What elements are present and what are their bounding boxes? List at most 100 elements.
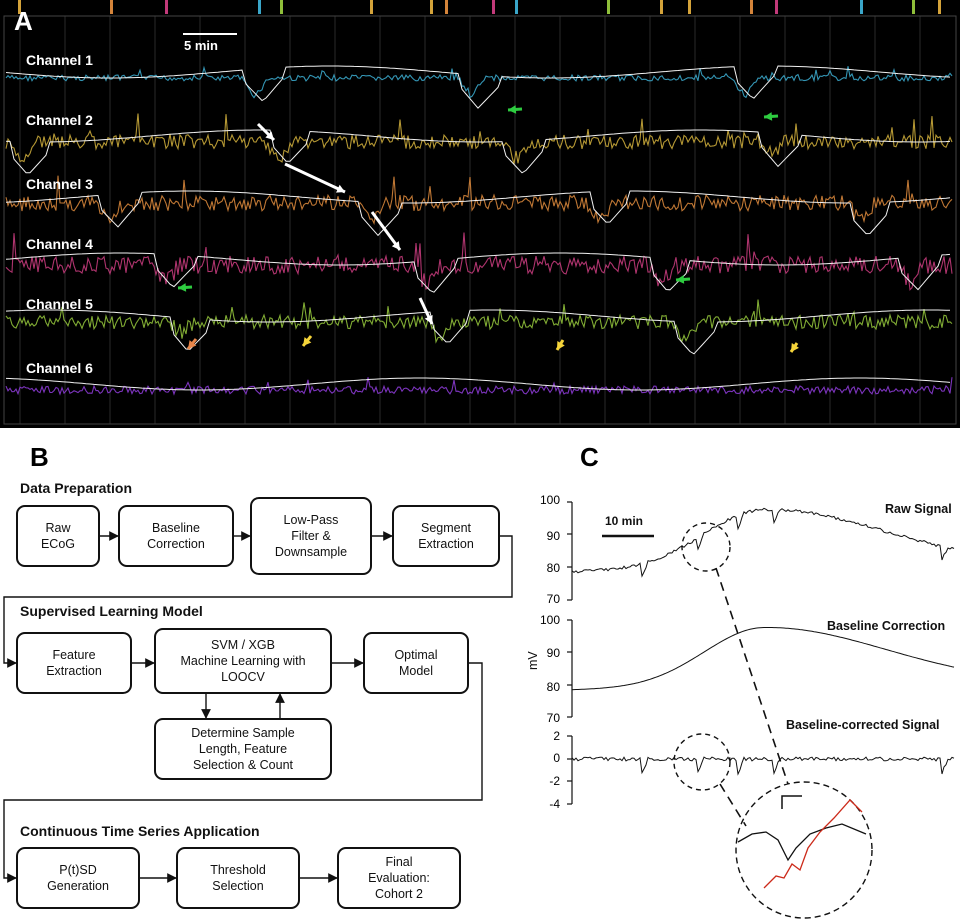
section-supervised-learning: Supervised Learning Model [20,603,203,619]
box-determine-sample-length: Determine Sample Length, Feature Selecti… [154,718,332,780]
channel-3-label: Channel 3 [26,176,93,192]
box-feature-extraction: Feature Extraction [16,632,132,694]
top-event-marker [110,0,113,14]
signal-plots-svg [567,501,955,919]
top-event-marker [258,0,261,14]
baseline-trace [571,627,955,691]
arrow-head [424,315,433,324]
channel-trace [5,299,953,344]
arrow-head [676,275,685,284]
scale-bar-label: 5 min [184,38,218,53]
top-event-marker [750,0,753,14]
tick-corr-neg4: -4 [549,797,560,811]
panel-c-label: C [580,442,599,472]
tick-base-80: 80 [546,680,560,694]
box-baseline-correction: Baseline Correction [118,505,234,567]
trace-label-raw: Raw Signal [885,502,952,516]
box-optimal-model: Optimal Model [363,632,469,694]
channel-trace [5,232,953,291]
channel-2-label: Channel 2 [26,112,93,128]
tick-corr-neg2: -2 [549,774,560,788]
box-ptsd-generation: P(t)SD Generation [16,847,140,909]
top-event-marker [938,0,941,14]
channel-trace [5,65,953,99]
channel-5-label: Channel 5 [26,296,93,312]
channel-6-label: Channel 6 [26,360,93,376]
trace-label-baseline: Baseline Correction [827,619,946,633]
scale-bar [183,33,237,35]
channel-trace [5,113,953,165]
top-event-marker [430,0,433,14]
arrow-head [764,112,773,121]
panel-a-label: A [14,6,33,36]
channel-4-label: Channel 4 [26,236,93,252]
box-svm-xgb: SVM / XGB Machine Learning with LOOCV [154,628,332,694]
slow-potential-trace [5,309,951,355]
top-event-marker [165,0,168,14]
zoom-connector [719,783,747,827]
top-event-marker [370,0,373,14]
tick-raw-70: 70 [546,592,560,606]
arrow-head [336,184,345,193]
box-low-pass-filter: Low-Pass Filter & Downsample [250,497,372,575]
arrow-head [303,337,312,346]
arrow-head [791,343,799,352]
slow-potential-trace [5,252,951,293]
section-data-preparation: Data Preparation [20,480,133,496]
flow-arrow [3,662,483,883]
scale-bar-10min-label: 10 min [605,514,644,528]
tick-base-100: 100 [539,613,560,627]
zoom-connector [715,567,789,785]
tick-base-70: 70 [546,711,560,725]
box-raw-ecog: Raw ECoG [16,505,100,567]
box-final-evaluation: Final Evaluation: Cohort 2 [337,847,461,909]
panel-c-signal-processing: Raw Signal Baseline Correction Baseline-… [520,430,960,923]
channel-trace [5,377,953,396]
slow-potential-trace [5,65,951,109]
trace-label-corrected: Baseline-corrected Signal [786,718,940,732]
raw-signal-trace [571,507,955,578]
arrow-head [178,283,187,292]
slow-potential-trace [5,377,951,391]
box-segment-extraction: Segment Extraction [392,505,500,567]
tick-raw-90: 90 [546,529,560,543]
top-event-marker [607,0,610,14]
highlight-circle-raw [681,522,731,572]
inset-scale-bar [781,795,802,809]
arrow-head [265,131,274,140]
top-event-marker [280,0,283,14]
arrow-head [508,105,517,114]
ecog-traces-svg [3,0,957,425]
arrow-head [557,341,565,350]
section-continuous-application: Continuous Time Series Application [20,823,260,839]
inset-red-trace [763,799,863,889]
top-event-marker [912,0,915,14]
top-event-marker [860,0,863,14]
top-event-marker [515,0,518,14]
arrow-head [391,241,400,250]
flowchart-arrows [3,531,513,883]
top-event-marker [688,0,691,14]
corrected-signal-trace [571,756,955,776]
tick-raw-100: 100 [539,493,560,507]
flow-arrow [3,535,513,668]
tick-corr-2: 2 [553,729,560,743]
top-event-marker [492,0,495,14]
top-event-marker [445,0,448,14]
slow-potential-trace [5,129,951,174]
top-event-marker [18,0,21,14]
inset-black-trace [737,823,867,862]
panel-b-label: B [30,442,49,472]
tick-raw-80: 80 [546,561,560,575]
annotation-arrow [284,162,346,194]
box-threshold-selection: Threshold Selection [176,847,300,909]
channel-trace [5,175,953,226]
top-event-marker [660,0,663,14]
highlight-circle-corrected [673,733,731,791]
plot-frame [3,15,957,425]
panel-a-ecog-traces: A 5 min Channel 1 Channel 2 Channel 3 Ch… [0,0,960,428]
tick-base-90: 90 [546,646,560,660]
arrow-head [188,340,197,349]
top-event-marker [775,0,778,14]
zoom-inset-circle [735,781,873,919]
